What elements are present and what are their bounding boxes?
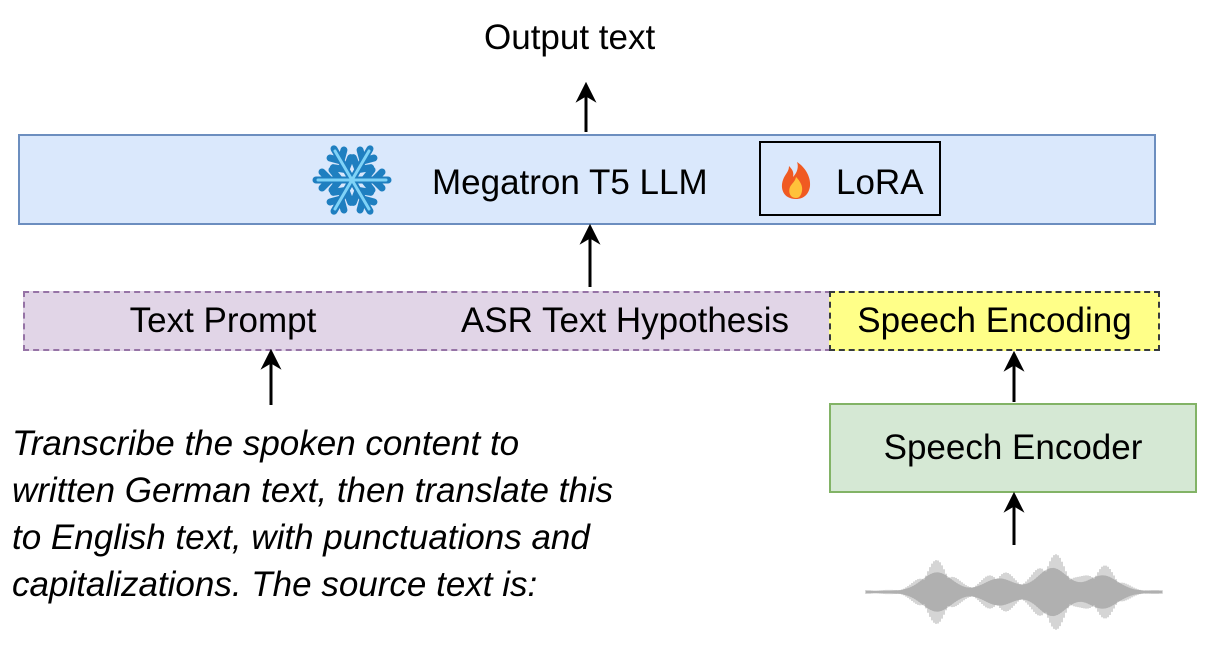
snowflake-icon <box>312 145 392 215</box>
prompt-text: Transcribe the spoken content to written… <box>12 420 732 608</box>
prompt-line: Transcribe the spoken content to <box>12 424 520 463</box>
asr-hypothesis-label: ASR Text Hypothesis <box>460 301 790 340</box>
text-prompt-label: Text Prompt <box>129 301 317 340</box>
asr-hypothesis-segment: ASR Text Hypothesis <box>421 291 831 351</box>
text-prompt-segment: Text Prompt <box>23 291 423 351</box>
prompt-line: capitalizations. The source text is: <box>12 565 538 604</box>
output-text-label: Output text <box>484 18 656 57</box>
lora-label: LoRA <box>836 163 924 202</box>
speech-encoder-label: Speech Encoder <box>883 428 1143 467</box>
llm-label: Megatron T5 LLM <box>432 163 708 202</box>
speech-encoder-block: Speech Encoder <box>829 403 1197 493</box>
speech-encoding-segment: Speech Encoding <box>829 291 1160 351</box>
fire-icon <box>781 162 811 199</box>
lora-adapter-box <box>759 141 941 216</box>
prompt-line: written German text, then translate this <box>12 471 614 510</box>
llm-block <box>18 134 1156 225</box>
waveform-icon <box>865 554 1163 630</box>
speech-encoding-label: Speech Encoding <box>857 301 1132 340</box>
prompt-line: to English text, with punctuations and <box>12 518 590 557</box>
